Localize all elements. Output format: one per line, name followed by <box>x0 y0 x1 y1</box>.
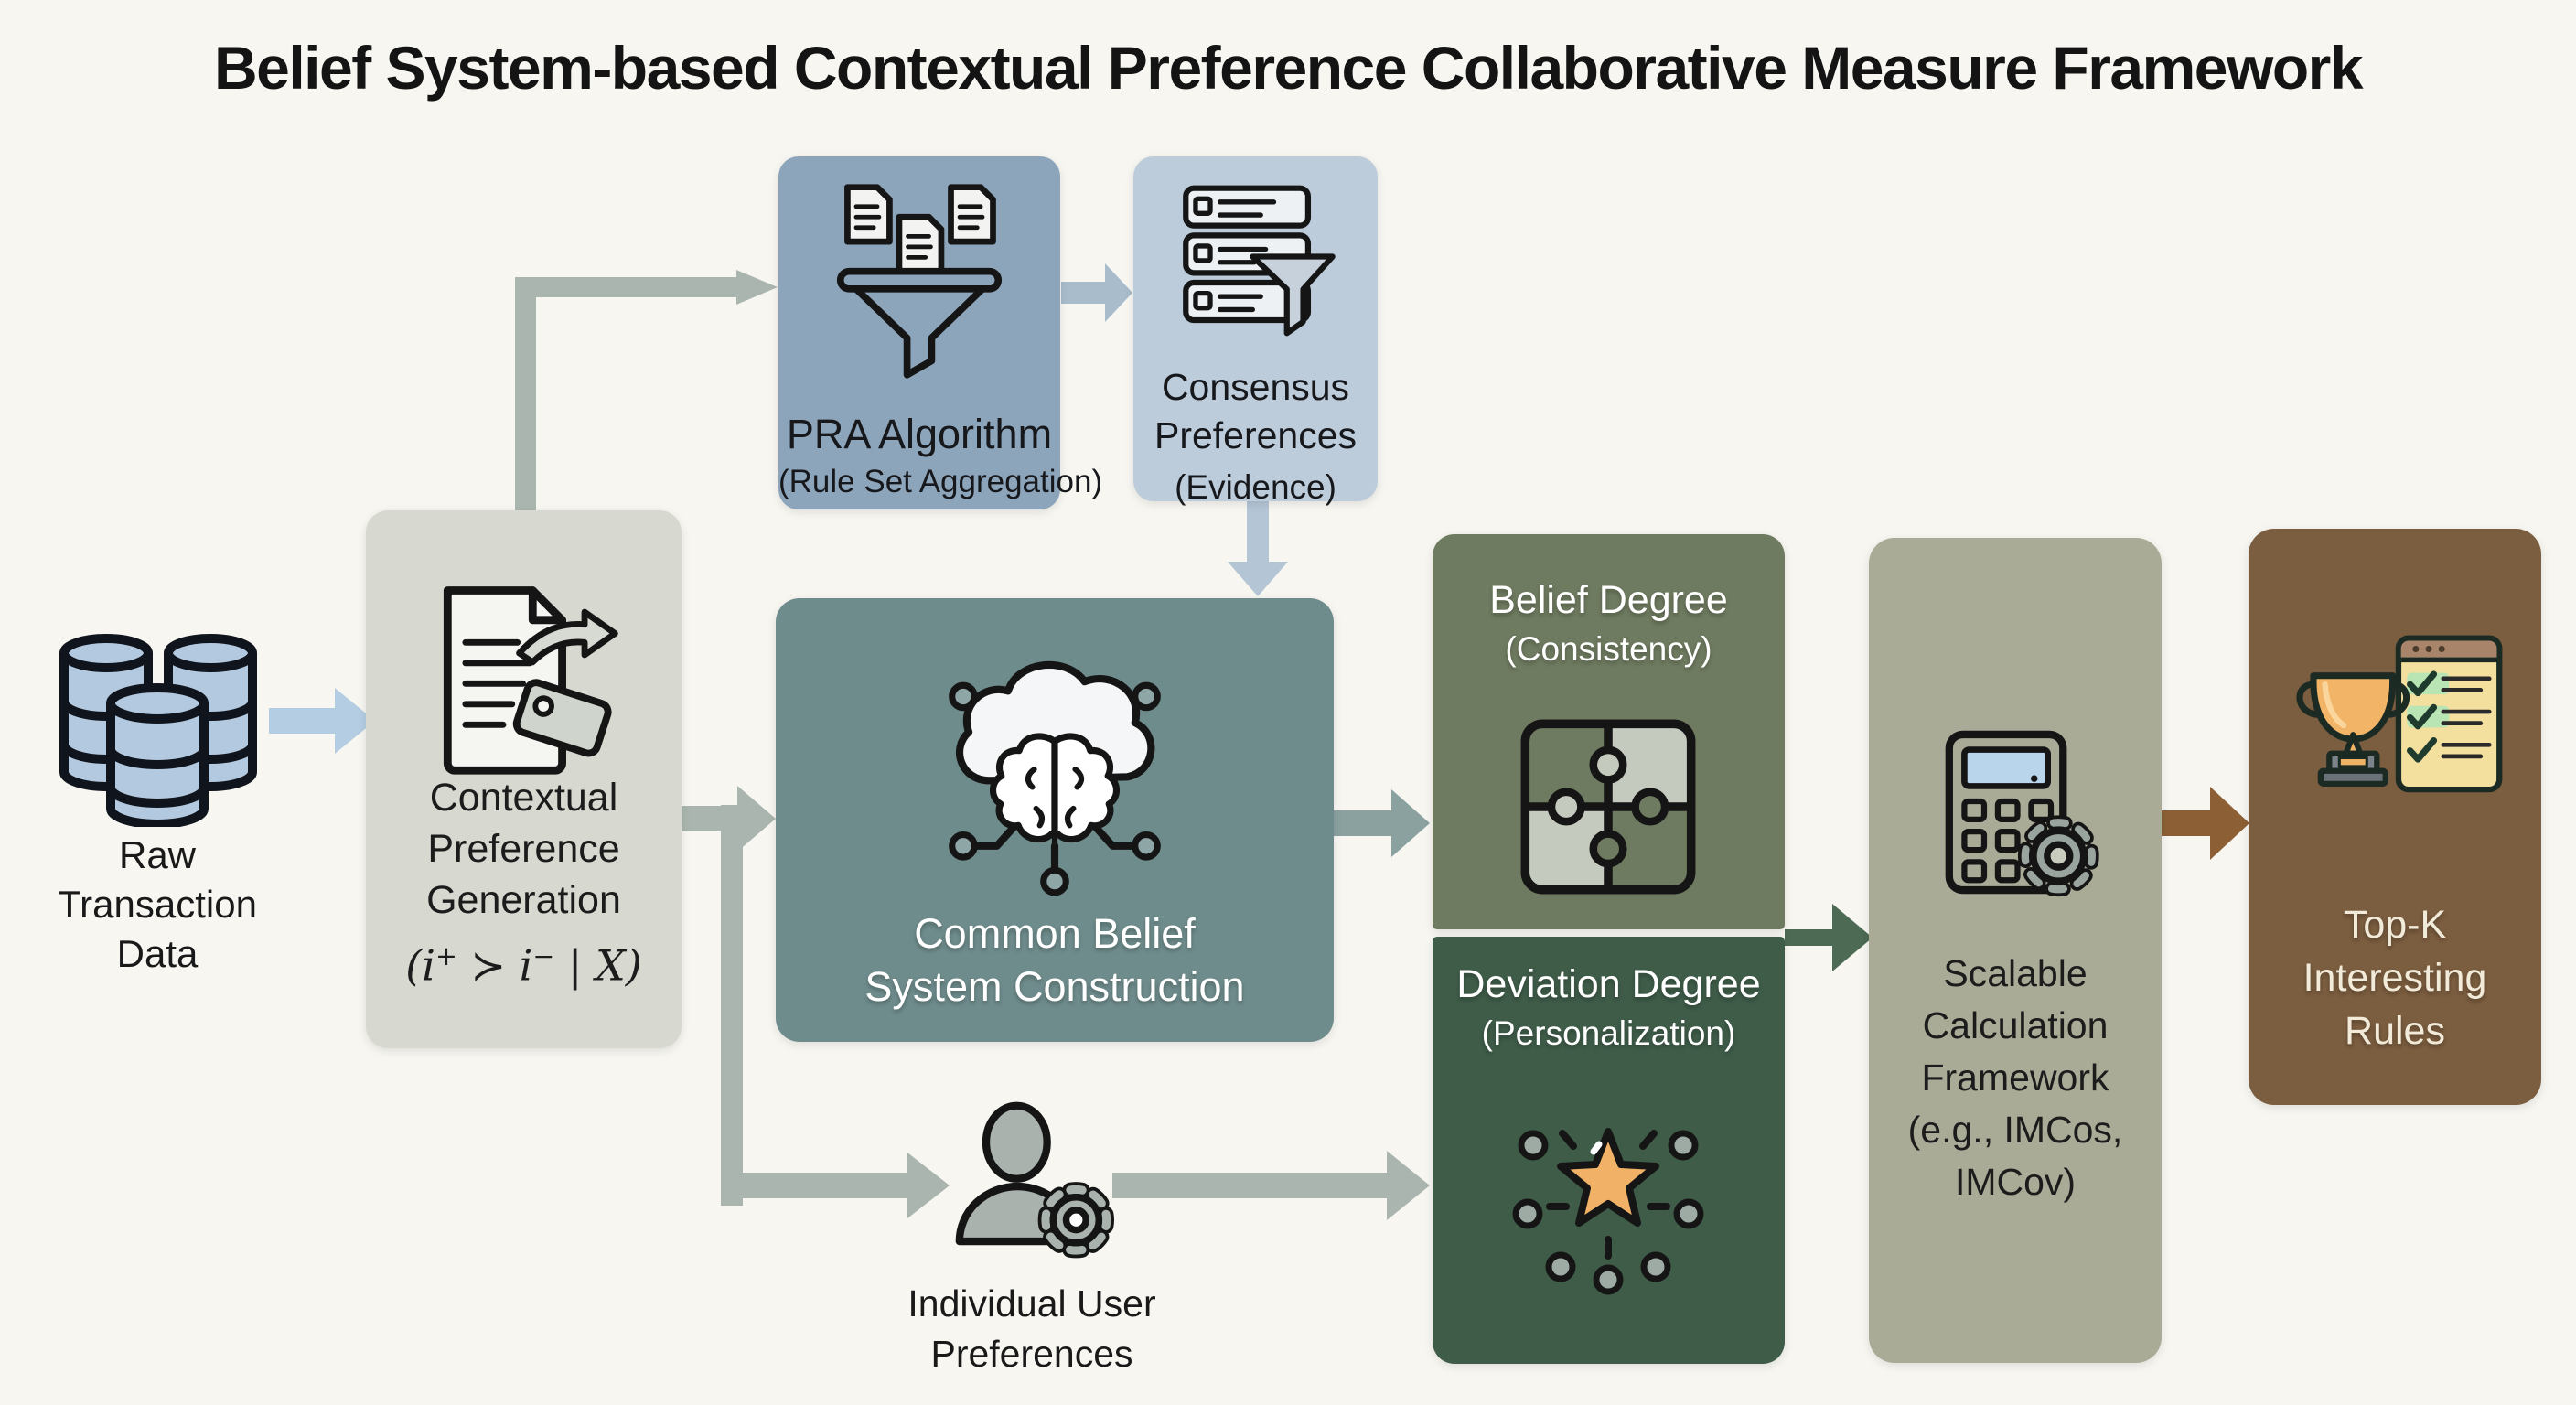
consensus-subtitle: (Evidence) <box>1175 468 1336 506</box>
common-belief-system-box: Common Belief System Construction <box>776 598 1334 1042</box>
scalable-label: Scalable Calculation Framework (e.g., IM… <box>1907 952 2123 1203</box>
deviation-degree-subtitle: (Personalization) <box>1481 1014 1736 1052</box>
contextual-preference-generation-box: Contextual Preference Generation (i+ ≻ i… <box>366 510 682 1048</box>
document-tag-icon <box>443 586 618 775</box>
arrow-common-to-belief <box>1333 789 1430 857</box>
individual-user-preferences-label: Individual User Preferences <box>907 1282 1156 1375</box>
belief-degree-box: Belief Degree (Consistency) <box>1433 534 1785 929</box>
arrow-consensus-to-common <box>1228 499 1288 596</box>
pra-algorithm-box: PRA Algorithm (Rule Set Aggregation) <box>778 156 1103 509</box>
arrow-individual-to-deviation <box>1112 1151 1430 1220</box>
arrow-pra-to-consensus <box>1061 263 1132 322</box>
common-belief-label: Common Belief System Construction <box>864 910 1245 1010</box>
arrow-contextual-to-individual <box>721 805 950 1218</box>
calculator-gear-icon <box>1945 730 2099 897</box>
arrow-degrees-to-scalable <box>1785 904 1873 971</box>
belief-degree-subtitle: (Consistency) <box>1505 630 1712 668</box>
database-icon <box>59 634 257 827</box>
cloud-brain-network-icon <box>949 660 1161 896</box>
arrow-raw-to-contextual <box>269 688 375 754</box>
pra-title: PRA Algorithm <box>786 411 1053 457</box>
server-filter-icon <box>1183 185 1336 337</box>
contextual-label: Contextual Preference Generation (i+ ≻ i… <box>366 772 682 991</box>
documents-funnel-icon <box>836 184 1003 379</box>
deviation-degree-label: Deviation Degree (Personalization) <box>1433 962 1785 1056</box>
diagram-title: Belief System-based Contextual Preferenc… <box>213 34 2364 102</box>
raw-transaction-data-label: Raw Transaction Data <box>58 833 257 975</box>
user-gear-icon <box>955 1101 1114 1259</box>
consensus-label: Consensus Preferences (Evidence) <box>1133 363 1378 511</box>
topk-interesting-rules-box: Top-K Interesting Rules <box>2249 529 2541 1105</box>
scalable-calculation-box: Scalable Calculation Framework (e.g., IM… <box>1869 538 2162 1363</box>
topk-label: Top-K Interesting Rules <box>2302 903 2487 1053</box>
belief-degree-label: Belief Degree (Consistency) <box>1433 578 1785 671</box>
deviation-degree-box: Deviation Degree (Personalization) <box>1433 937 1785 1364</box>
arrow-contextual-to-pra <box>515 270 778 515</box>
preference-formula: (i+ ≻ i− | X) <box>405 940 642 991</box>
puzzle-pieces-icon <box>1520 719 1696 895</box>
arrow-scalable-to-topk <box>2161 787 2249 860</box>
trophy-checklist-icon <box>2296 635 2503 793</box>
pra-subtitle: (Rule Set Aggregation) <box>778 464 1103 499</box>
consensus-preferences-box: Consensus Preferences (Evidence) <box>1133 156 1378 506</box>
star-highlight-icon <box>1512 1128 1704 1295</box>
